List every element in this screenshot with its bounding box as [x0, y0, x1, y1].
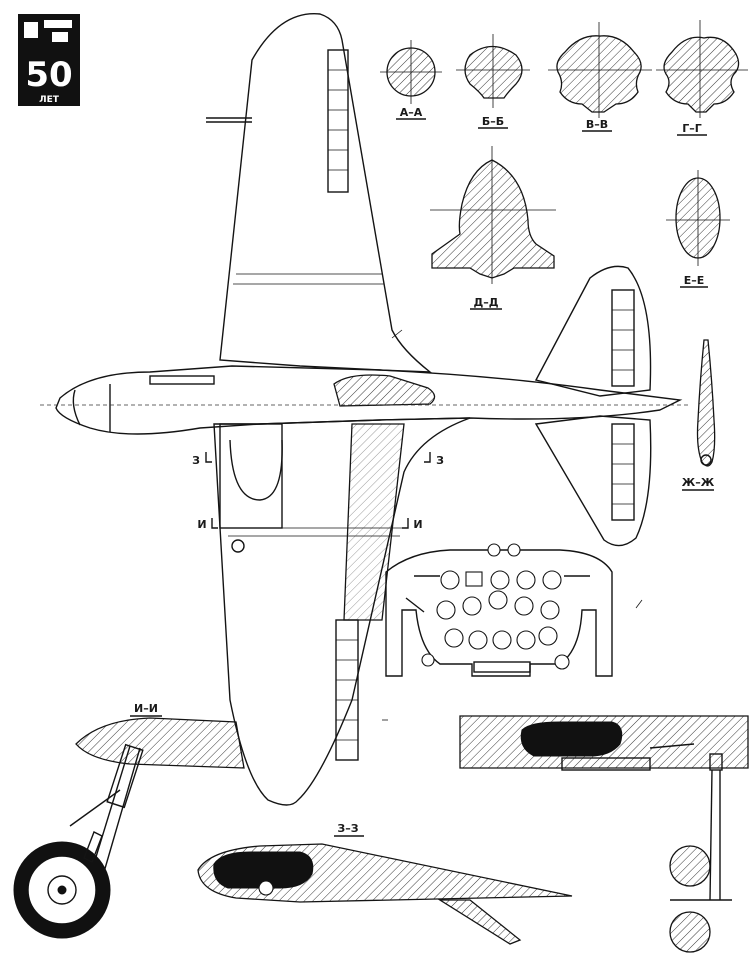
- gauge-row-1: [440, 570, 562, 590]
- aileron-ribs-upper: [328, 69, 348, 171]
- label-section-d-d: Д–Д: [473, 296, 498, 309]
- label-section-b-b: Б–Б: [482, 115, 504, 128]
- section-z-z-wing-root: З–З: [197, 822, 573, 945]
- wing-upper: [206, 13, 433, 373]
- label-section-g-g: Г–Г: [682, 122, 702, 135]
- section-e-e: Е–Е: [666, 170, 730, 288]
- leader-lines: [382, 329, 643, 721]
- section-v-v: В–В: [548, 22, 652, 132]
- section-g-g: Г–Г: [656, 20, 748, 136]
- aileron-ribs-lower: [336, 639, 358, 741]
- instrument-panel: [385, 543, 613, 677]
- gear-retraction-mechanism: [459, 715, 749, 953]
- section-i-i-landing-gear: И–И: [13, 702, 245, 939]
- horizontal-stabilizer: [534, 265, 652, 547]
- logo-caption: ЛЕТ: [39, 95, 60, 105]
- cut-mark-i-left: И: [197, 518, 206, 531]
- cut-mark-z-left: З: [192, 454, 200, 467]
- label-section-v-v: В–В: [586, 118, 608, 131]
- section-d-d: Д–Д: [430, 146, 556, 310]
- logo-number: 50: [25, 55, 72, 95]
- label-section-a-a: А–А: [400, 106, 423, 119]
- gauge-row-2: [436, 590, 560, 620]
- cut-mark-z-right: З: [436, 454, 444, 467]
- wing-lower: [213, 417, 471, 806]
- gauge-row-3: [444, 626, 558, 650]
- label-section-z-z: З–З: [337, 822, 358, 835]
- label-section-e-e: Е–Е: [684, 274, 705, 287]
- section-a-a: А–А: [380, 40, 442, 120]
- label-section-i-i: И–И: [134, 702, 158, 715]
- section-b-b: Б–Б: [456, 34, 530, 129]
- section-zh-zh: Ж–Ж: [682, 339, 716, 491]
- label-section-zh-zh: Ж–Ж: [682, 476, 715, 489]
- fuselage: [40, 365, 690, 435]
- anniversary-logo: 50 ЛЕТ: [18, 14, 80, 106]
- cut-mark-i-right: И: [413, 518, 422, 531]
- cut-marks: З З И И: [192, 452, 444, 531]
